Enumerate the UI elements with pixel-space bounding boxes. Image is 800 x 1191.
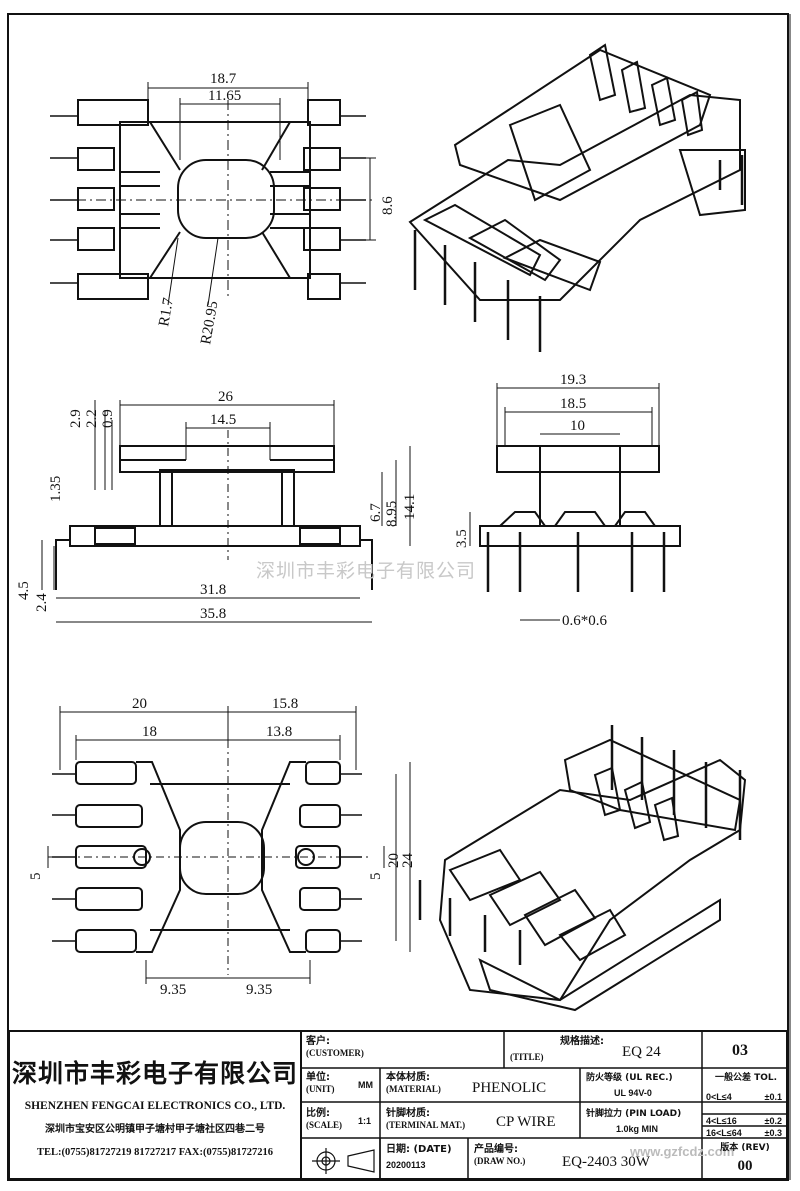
- dim-13-8: 13.8: [266, 724, 292, 740]
- tolerance-row-2: 4<L≤16±0.2: [706, 1116, 782, 1126]
- dim-9-35-left: 9.35: [160, 982, 186, 998]
- dim-0-9: 0.9: [100, 409, 116, 428]
- top-view: [50, 82, 376, 306]
- date-value: 20200113: [386, 1160, 426, 1170]
- dim-8-95: 8.95: [384, 501, 400, 527]
- bottom-iso-view: [418, 725, 747, 1012]
- dim-20-vertical: 20: [386, 853, 402, 868]
- material-value: PHENOLIC: [472, 1080, 547, 1096]
- dim-31-8: 31.8: [200, 582, 226, 598]
- dim-18-5: 18.5: [560, 396, 586, 412]
- unit-label: 单位: (UNIT): [306, 1072, 335, 1094]
- rev-value: 00: [737, 1158, 753, 1174]
- tolerance-header: 一般公差 TOL.: [714, 1073, 778, 1083]
- company-address: 深圳市宝安区公明镇甲子塘村甲子塘社区四巷二号: [45, 1124, 265, 1135]
- dim-11-65: 11.65: [208, 88, 241, 104]
- dim-5-right: 5: [368, 873, 384, 881]
- dim-19-3: 19.3: [560, 372, 586, 388]
- dim-2-4: 2.4: [34, 593, 50, 612]
- pinload-label: 针脚拉力 (PIN LOAD) 1.0kg MIN: [586, 1109, 682, 1134]
- title-grid: [302, 1032, 786, 1178]
- dim-18-7: 18.7: [210, 71, 237, 87]
- company-name-en: SHENZHEN FENGCAI ELECTRONICS CO., LTD.: [24, 1100, 286, 1112]
- dim-pin-size: 0.6*0.6: [562, 613, 608, 629]
- unit-value: MM: [358, 1080, 373, 1090]
- terminal-label: 针脚材质: (TERMINAL MAT.): [386, 1108, 466, 1130]
- dim-8-6: 8.6: [380, 196, 396, 215]
- dim-15-8: 15.8: [272, 696, 298, 712]
- site-watermark: www.gzfcdz.com: [630, 1144, 735, 1159]
- top-iso-view: [408, 43, 746, 352]
- customer-label: 客户: (CUSTOMER): [306, 1036, 364, 1058]
- ul-label: 防火等级 (UL REC.) UL 94V-0: [586, 1073, 673, 1098]
- company-tel: TEL:(0755)81727219 81727217 FAX:(0755)81…: [36, 1147, 274, 1158]
- tolerance-row-1: 0<L≤4±0.1: [706, 1092, 782, 1102]
- dim-1-35: 1.35: [48, 476, 64, 502]
- dim-18: 18: [142, 724, 157, 740]
- dim-26: 26: [218, 389, 234, 405]
- dim-14-5: 14.5: [210, 412, 236, 428]
- drawno-label: 产品编号: (DRAW NO.): [474, 1144, 526, 1166]
- rev-label: 版本 (REV) 00: [706, 1142, 784, 1175]
- dim-3-5: 3.5: [454, 529, 470, 548]
- bottom-view: [47, 706, 411, 984]
- front-view: [41, 400, 411, 623]
- sheet-border: [7, 13, 789, 1181]
- sheet-number: 03: [732, 1042, 748, 1059]
- company-name-cn: 深圳市丰彩电子有限公司: [11, 1059, 298, 1088]
- dim-24: 24: [400, 853, 416, 869]
- dim-r1-7: R1.7: [156, 296, 177, 328]
- date-label: 日期: (DATE) 20200113: [386, 1144, 452, 1170]
- dim-14-1: 14.1: [402, 494, 418, 520]
- company-info: 深圳市丰彩电子有限公司 SHENZHEN FENGCAI ELECTRONICS…: [10, 1032, 302, 1178]
- dim-20: 20: [132, 696, 147, 712]
- title-value: EQ 24: [622, 1044, 661, 1060]
- title-block: 深圳市丰彩电子有限公司 SHENZHEN FENGCAI ELECTRONICS…: [8, 1030, 788, 1180]
- side-view: [469, 383, 681, 621]
- dim-35-8: 35.8: [200, 606, 226, 622]
- dim-6-7: 6.7: [368, 503, 384, 522]
- scale-value: 1:1: [358, 1116, 372, 1126]
- dim-r20-95: R20.95: [198, 300, 221, 346]
- drawno-value: EQ-2403 30W: [562, 1154, 650, 1170]
- dim-5-left: 5: [28, 873, 44, 881]
- title-label: 规格描述: (TITLE): [510, 1036, 604, 1062]
- tolerance-row-3: 16<L≤64±0.3: [706, 1128, 782, 1138]
- material-label: 本体材质: (MATERIAL): [386, 1072, 441, 1094]
- watermark-text: 深圳市丰彩电子有限公司: [256, 560, 477, 582]
- dim-2-2: 2.2: [84, 409, 100, 428]
- dim-4-5: 4.5: [16, 581, 32, 600]
- dim-2-9: 2.9: [68, 409, 84, 428]
- scale-label: 比例: (SCALE): [306, 1108, 343, 1130]
- dim-10: 10: [570, 418, 585, 434]
- dim-9-35-right: 9.35: [246, 982, 272, 998]
- terminal-value: CP WIRE: [496, 1114, 556, 1130]
- projection-symbol: [312, 1148, 375, 1174]
